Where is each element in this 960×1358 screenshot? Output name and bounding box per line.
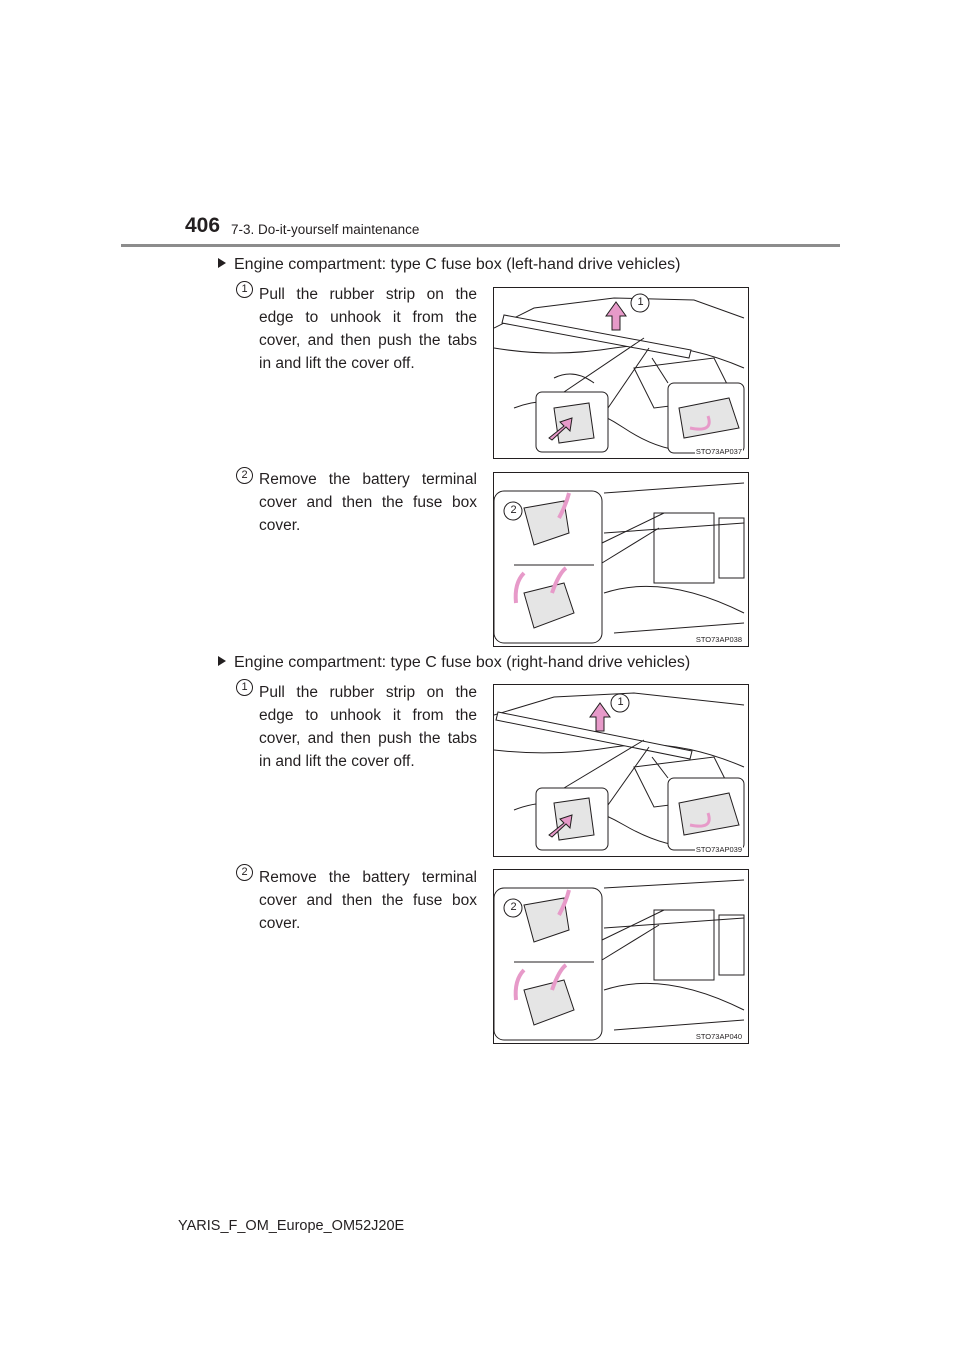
figure-code: STO73AP037 xyxy=(694,447,743,456)
section-heading-text: Engine compartment: type C fuse box (rig… xyxy=(234,654,691,671)
page-number: 406 xyxy=(185,214,221,237)
step-number-badge: 1 xyxy=(236,679,253,696)
section-heading-text: Engine compartment: type C fuse box (lef… xyxy=(234,256,681,273)
callout-number: 1 xyxy=(637,296,644,308)
step-instruction: Remove the battery terminal cover and th… xyxy=(259,869,477,932)
step-instruction: Pull the rubber strip on the edge to unh… xyxy=(259,684,477,770)
figure-code: STO73AP038 xyxy=(694,635,743,644)
illustration-rubber-strip xyxy=(494,293,745,454)
footer-doc-id: YARIS_F_OM_Europe_OM52J20E xyxy=(178,1218,405,1234)
figure-remove-rubber-strip-rhd: 1 STO73AP039 xyxy=(493,684,749,857)
step-number-badge: 2 xyxy=(236,467,253,484)
illustration-battery-cover xyxy=(494,482,745,644)
step-instruction: Remove the battery terminal cover and th… xyxy=(259,471,477,534)
callout-number: 2 xyxy=(510,504,517,516)
section-heading-lhd: Engine compartment: type C fuse box (lef… xyxy=(218,256,680,274)
section-heading-rhd: Engine compartment: type C fuse box (rig… xyxy=(218,654,690,672)
figure-remove-battery-cover-lhd: 2 STO73AP038 xyxy=(493,472,749,647)
step-number-badge: 1 xyxy=(236,281,253,298)
step-number-badge: 2 xyxy=(236,864,253,881)
step-instruction: Pull the rubber strip on the edge to unh… xyxy=(259,286,477,372)
callout-number: 2 xyxy=(510,901,517,913)
section-title: 7-3. Do-it-yourself maintenance xyxy=(231,222,420,237)
figure-remove-battery-cover-rhd: 2 STO73AP040 xyxy=(493,869,749,1044)
figure-code: STO73AP040 xyxy=(694,1032,743,1041)
header-rule xyxy=(121,244,840,247)
bullet-triangle-icon xyxy=(218,656,226,666)
illustration-battery-cover xyxy=(494,879,745,1041)
figure-code: STO73AP039 xyxy=(694,845,743,854)
callout-number: 1 xyxy=(617,696,624,708)
figure-remove-rubber-strip-lhd: 1 STO73AP037 xyxy=(493,287,749,459)
illustration-rubber-strip xyxy=(494,692,745,851)
bullet-triangle-icon xyxy=(218,258,226,268)
